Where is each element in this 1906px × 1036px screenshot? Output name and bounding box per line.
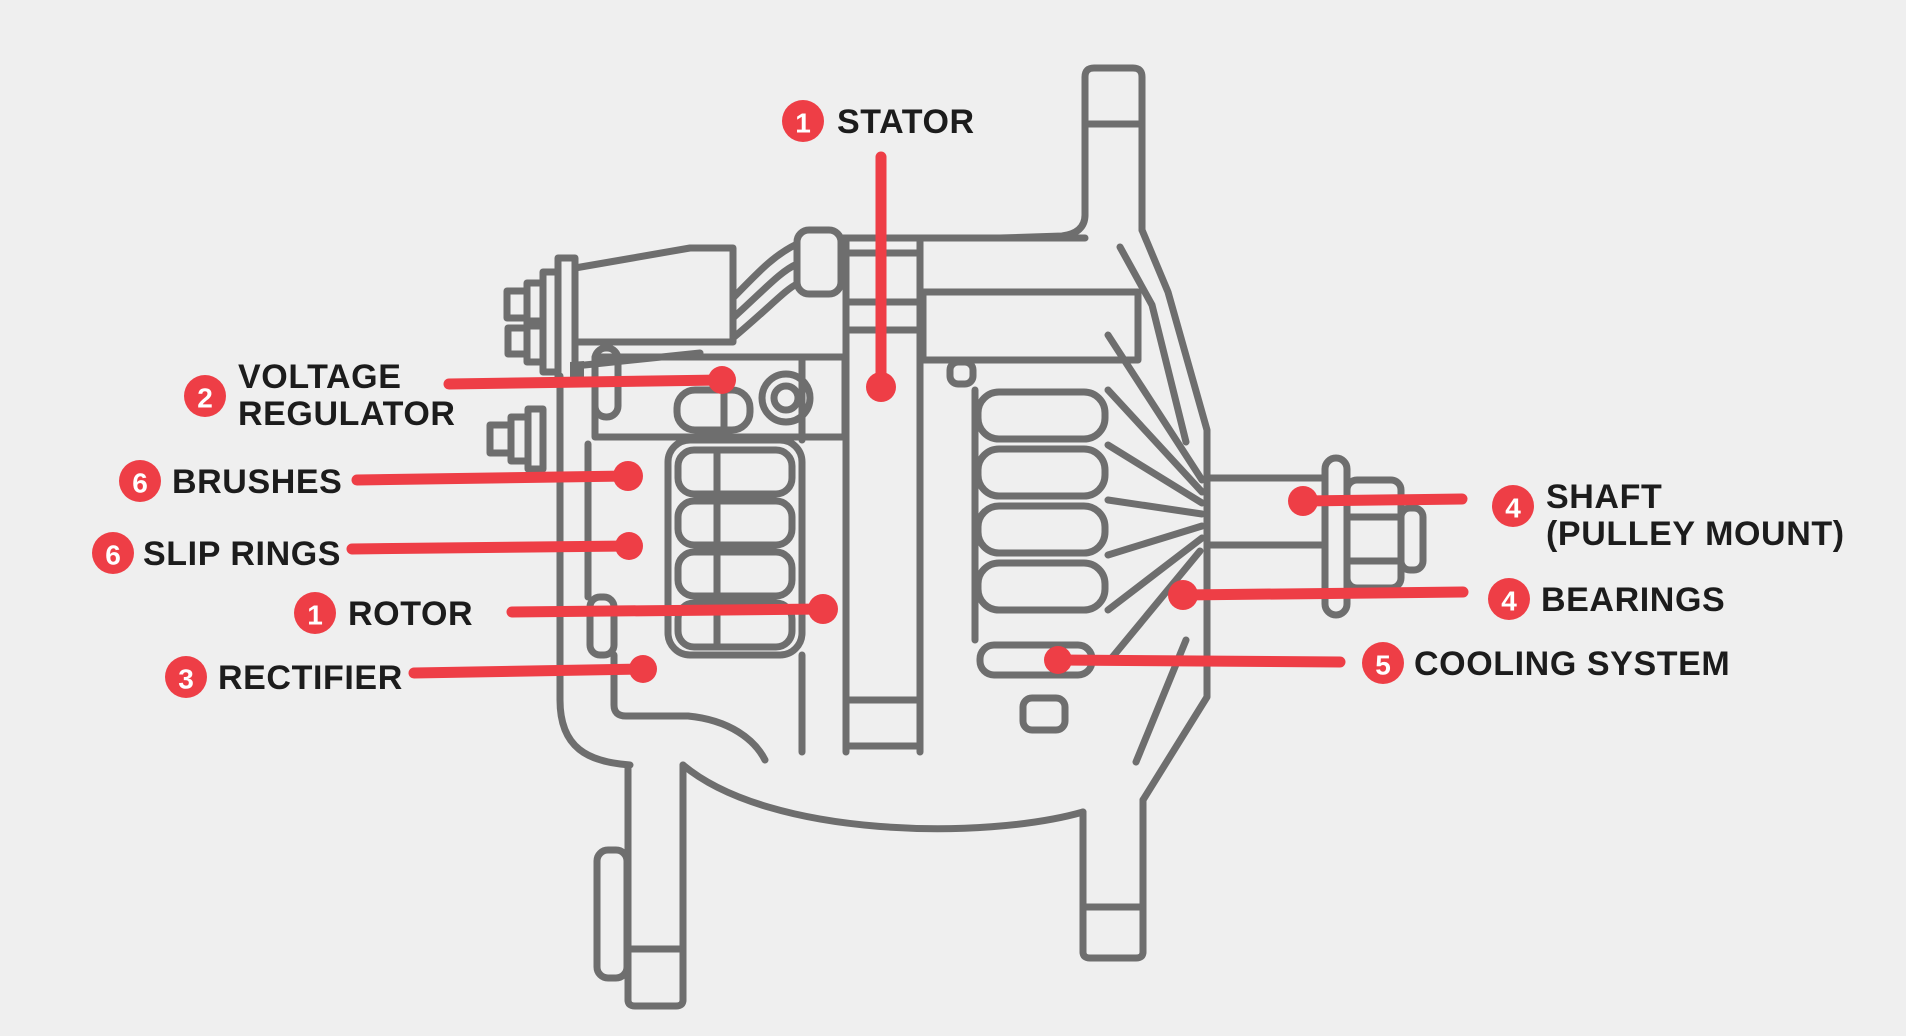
slip-rings-number: 6 [105, 540, 121, 571]
label-rectifier: 3 RECTIFIER [165, 656, 403, 698]
slip-rings-label: SLIP RINGS [143, 535, 341, 573]
stator-number: 1 [795, 108, 811, 139]
slip-rings-target-dot [615, 532, 643, 560]
stator-target-dot [866, 372, 896, 402]
voltage-regulator-target-dot [708, 366, 736, 394]
shaft-number-badge [1492, 485, 1534, 527]
cooling-system-target-dot [1044, 646, 1072, 674]
label-stator: 1 STATOR [782, 100, 975, 142]
label-rotor: 1 ROTOR [294, 592, 473, 634]
rectifier-label: RECTIFIER [218, 659, 403, 697]
shaft-label-line1: SHAFT [1546, 478, 1662, 516]
brushes-target-dot [613, 461, 643, 491]
rotor-leader-line [506, 603, 829, 618]
bearings-label: BEARINGS [1541, 581, 1725, 619]
rear-housing-top [571, 226, 1089, 346]
voltage-regulator-label-line2: REGULATOR [238, 395, 456, 433]
brushes-leader-line [351, 470, 634, 486]
rectifier-leader-line [408, 663, 649, 679]
rotor-number: 1 [307, 600, 323, 631]
rectifier-number-badge [165, 656, 207, 698]
bearings-target-dot [1168, 580, 1198, 610]
rectifier-target-dot [629, 655, 657, 683]
label-cooling-system: 5 COOLING SYSTEM [1362, 642, 1730, 684]
label-slip-rings: 6 SLIP RINGS [92, 532, 341, 574]
rear-housing-shell [556, 372, 769, 769]
shaft-label-line2: (PULLEY MOUNT) [1546, 515, 1845, 553]
stator-core-column [798, 234, 924, 756]
bearings-number-badge [1488, 578, 1530, 620]
shaft-assembly [1203, 454, 1427, 619]
voltage-regulator-number-badge [184, 375, 226, 417]
label-brushes: 6 BRUSHES [119, 460, 342, 502]
brushes-label: BRUSHES [172, 463, 342, 501]
cooling-system-number: 5 [1375, 650, 1391, 681]
brushes-number-badge [119, 460, 161, 502]
slip-rings-number-badge [92, 532, 134, 574]
rectifier-number: 3 [178, 664, 194, 695]
voltage-regulator-label-line1: VOLTAGE [238, 358, 402, 396]
label-shaft: 4 SHAFT (PULLEY MOUNT) [1492, 478, 1845, 553]
bearings-number: 4 [1501, 586, 1517, 617]
voltage-regulator-number: 2 [197, 383, 213, 414]
cooling-system-leader-line [1052, 654, 1346, 668]
stator-number-badge [782, 100, 824, 142]
shaft-number: 4 [1505, 493, 1521, 524]
rotor-number-badge [294, 592, 336, 634]
rotor-target-dot [808, 594, 838, 624]
rotor-label: ROTOR [348, 595, 473, 633]
alternator-line-art [486, 64, 1427, 1010]
cooling-system-label: COOLING SYSTEM [1414, 645, 1730, 683]
cooling-system-number-badge [1362, 642, 1404, 684]
mounting-feet [593, 761, 1147, 1010]
fan-and-bracket [1104, 226, 1211, 804]
shaft-leader-line [1297, 493, 1468, 507]
label-voltage-regulator: 2 VOLTAGE REGULATOR [184, 358, 456, 433]
shaft-target-dot [1288, 486, 1318, 516]
slip-rings-leader-line [346, 540, 635, 555]
window-grid [664, 436, 806, 659]
label-bearings: 4 BEARINGS [1488, 578, 1725, 620]
labels: 1 STATOR 2 VOLTAGE REGULATOR 6 BRUSHES 6… [92, 100, 1845, 698]
voltage-regulator-leader-line [443, 374, 728, 390]
leader-lines [346, 151, 1469, 683]
mounting-lug [996, 64, 1190, 446]
bearings-leader-line [1177, 586, 1469, 601]
brushes-number: 6 [132, 468, 148, 499]
terminal-bolts [486, 254, 579, 473]
stator-label: STATOR [837, 103, 975, 141]
